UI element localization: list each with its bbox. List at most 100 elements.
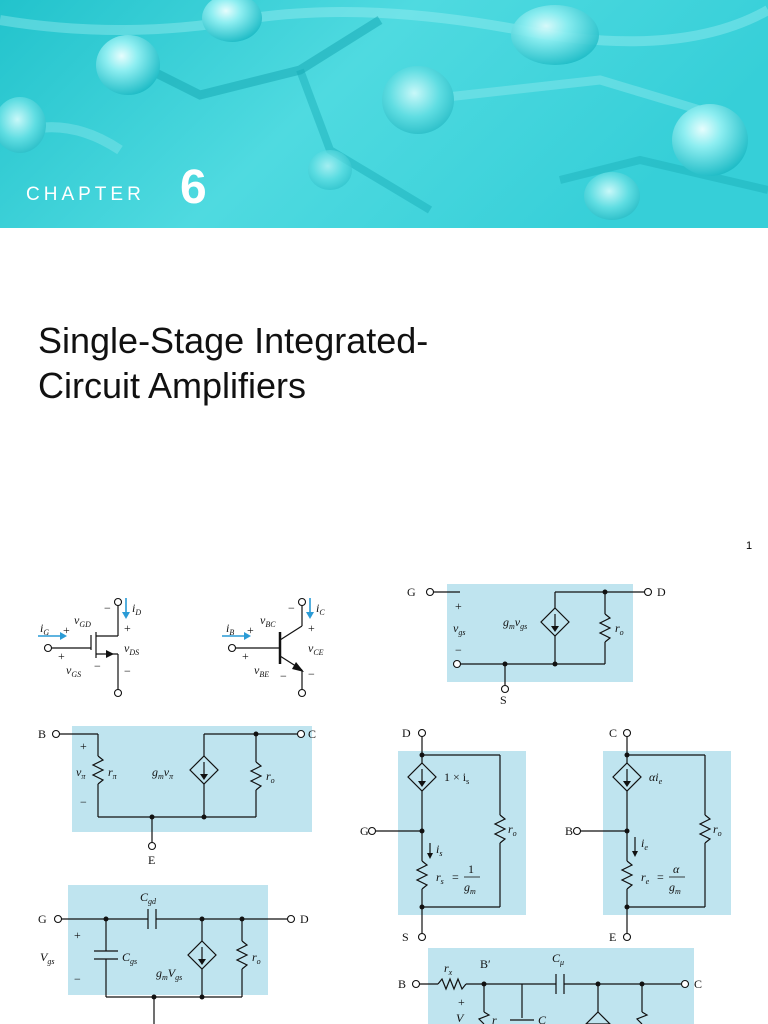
cgd-label: Cgd [140,890,157,906]
drain-label: D [402,726,411,740]
chapter-label: CHAPTER [26,184,145,205]
vgs-label: vgs [453,621,465,637]
mosfet-hf-model-figure: G D Cgd + Vgs − Cgs gmVgs ro [38,885,309,1024]
svg-text:α: α [673,862,680,876]
gm-vgs-label: gmvgs [503,615,527,631]
chapter-number: 6 [180,161,207,214]
svg-text:+: + [124,621,131,635]
base-prime-label: B′ [480,957,491,971]
page-title: Single-Stage Integrated- Circuit Amplifi… [38,318,598,408]
bjt-symbol-figure: iB + vBC − iC + vCE − + vBE − [222,597,325,698]
ro-label: ro [508,822,517,838]
rx-label: rx [444,961,453,977]
emitter-label: E [148,853,155,867]
emitter-label: E [609,930,616,944]
title-line-1: Single-Stage Integrated- [38,320,429,361]
drain-label: D [300,912,309,926]
is-label: is [436,842,442,858]
gate-label: G [360,824,369,838]
vbc-label: vBC [260,613,276,629]
base-label: B [398,977,406,991]
svg-text:gm: gm [464,880,476,896]
svg-text:+: + [242,649,249,663]
cmu-label: Cμ [552,951,564,967]
svg-text:−: − [94,659,101,673]
svg-text:1: 1 [468,862,474,876]
bjt-hf-model-figure: B B′ C rx Cμ + V r C [398,948,702,1024]
current-source-icon [585,1011,611,1024]
svg-text:−: − [308,667,315,681]
cgs-label: Cgs [122,950,137,966]
svg-text:=: = [657,870,664,884]
svg-text:−: − [124,664,131,678]
v-label: V [456,1011,465,1024]
chapter-banner: CHAPTER 6 [0,0,768,228]
vds-label: vDS [124,641,139,657]
collector-label: C [308,727,316,741]
drain-label: D [657,585,666,599]
collector-terminal [297,597,307,607]
gate-terminal [43,643,53,653]
source-label: S [500,693,507,707]
svg-text:gm: gm [669,880,681,896]
svg-text:−: − [104,601,111,615]
drain-terminal [113,597,123,607]
id-label: iD [132,601,141,617]
re-label: re [641,870,650,886]
vce-label: vCE [308,641,324,657]
emitter-terminal [297,688,307,698]
gm-vpi-label: gmvπ [152,765,174,781]
circuit-board-artwork [0,0,768,228]
vpi-label: vπ [76,765,86,781]
svg-text:−: − [280,669,287,683]
svg-text:+: + [74,928,81,942]
ib-label: iB [226,621,234,637]
controlled-source-label: αie [649,770,663,786]
svg-text:−: − [74,972,81,986]
gm-vgs-label: gmVgs [156,966,182,982]
svg-text:−: − [455,643,462,657]
base-terminal [227,643,237,653]
svg-text:+: + [247,623,254,637]
bjt-hybrid-pi-figure: B C E + vπ − rπ gmvπ ro [38,726,316,867]
vbe-label: vBE [254,663,269,679]
svg-text:+: + [458,995,465,1009]
rpi-label: rπ [108,765,118,781]
bjt-t-model-figure: C B E αie ie re = α gm ro [565,726,731,944]
ie-label: ie [641,836,648,852]
base-label: B [38,727,46,741]
mosfet-model-figure: G D S + vgs − gmvgs ro [407,584,666,707]
ro-label: ro [615,621,624,637]
ig-label: iG [40,621,49,637]
title-line-2: Circuit Amplifiers [38,365,307,406]
ro-label: ro [713,822,722,838]
vgd-label: vGD [74,613,91,629]
vgs-label: Vgs [40,950,54,966]
mosfet-symbol-figure: iG + vGD − iD + vDS − + vGS − [38,597,141,698]
collector-label: C [694,977,702,991]
svg-text:+: + [58,649,65,663]
svg-text:+: + [455,599,462,613]
rs-label: rs [436,870,444,886]
svg-text:+: + [80,739,87,753]
svg-text:=: = [452,870,459,884]
svg-text:+: + [63,623,70,637]
r-label: r [492,1013,497,1024]
source-terminal [113,688,123,698]
page-number: 1 [746,540,753,552]
ro-label: ro [266,769,275,785]
ro-label: ro [252,950,261,966]
collector-label: C [609,726,617,740]
mosfet-t-model-figure: D G S 1 × is is rs = 1 gm ro [360,726,526,944]
vgs-label: vGS [66,663,81,679]
gate-label: G [407,585,416,599]
gate-label: G [38,912,47,926]
controlled-source-label: 1 × is [444,770,469,786]
svg-text:−: − [80,795,87,809]
base-label: B [565,824,573,838]
svg-text:+: + [308,621,315,635]
cpi-label: C [538,1013,547,1024]
source-label: S [402,930,409,944]
ic-label: iC [316,601,325,617]
svg-text:−: − [288,601,295,615]
